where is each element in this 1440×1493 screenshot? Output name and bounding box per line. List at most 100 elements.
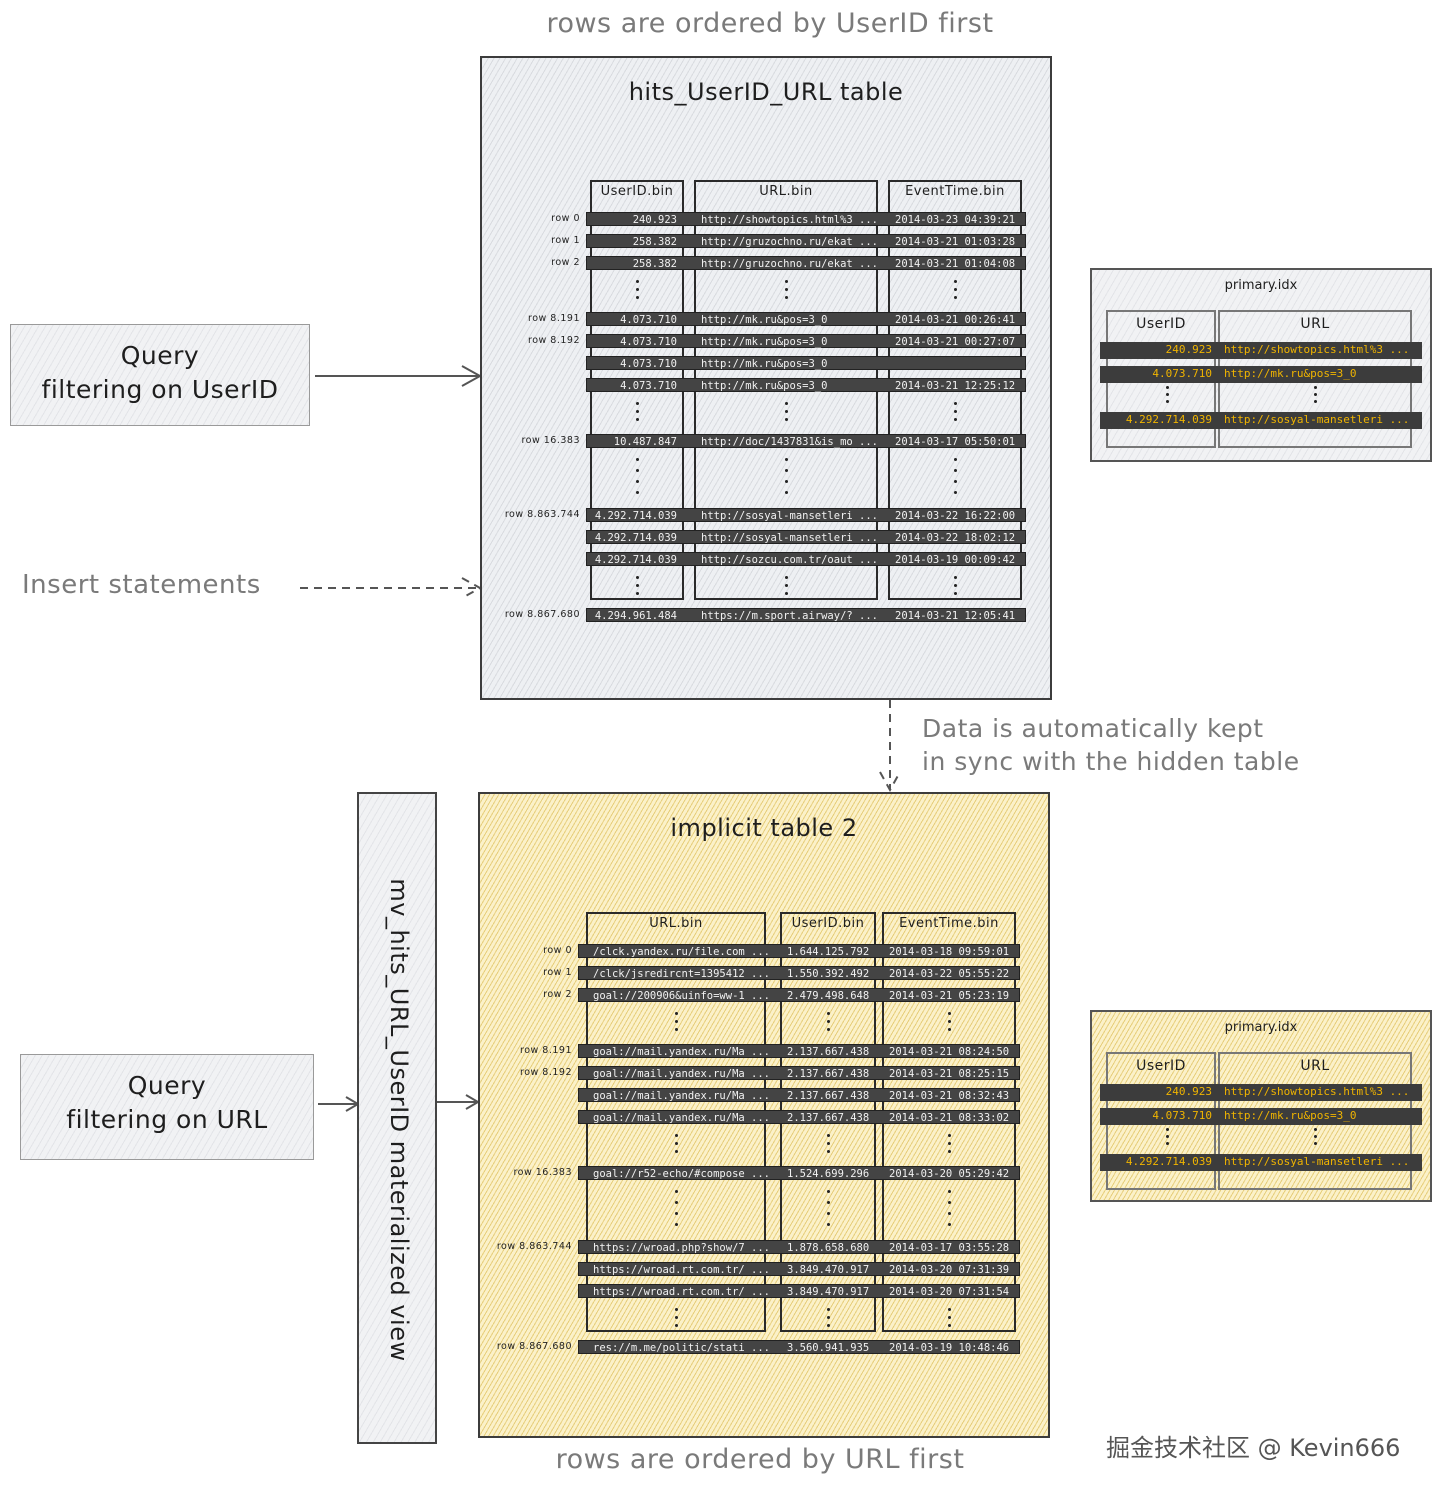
cell: goal://mail.yandex.ru/Ma ... [593,1112,771,1124]
cell: 4.294.961.484 [594,610,677,622]
ellipsis-dots [636,576,639,600]
arrow-insert [300,577,483,599]
materialized-view: mv_hits_URL_UserID materialized view [357,792,437,1444]
table-title: hits_UserID_URL table [628,78,904,106]
row-label: row 8.863.744 [504,509,580,520]
ellipsis-dots [785,576,788,600]
sync-note-line2: in sync with the hidden table [922,747,1300,776]
bottom-caption: rows are ordered by URL first [555,1444,965,1475]
ellipsis-dots [636,280,639,304]
arrow-mv-to-table [437,1094,480,1110]
index-cell: 240.923 [1165,1085,1212,1098]
cell: 4.292.714.039 [594,554,677,566]
row-label: row 8.867.680 [496,1341,572,1352]
cell: 10.487.847 [613,436,677,448]
cell: 2014-03-20 07:31:39 [889,1264,1010,1276]
table-row: 4.292.714.039 http://sosyal-mansetleri ..… [586,508,1026,522]
ellipsis-dots [636,402,639,426]
cell: 2014-03-21 08:33:02 [889,1112,1010,1124]
cell: 258.382 [632,258,677,270]
ellipsis-dots [1314,1128,1317,1149]
row-label: row 8.863.744 [496,1241,572,1252]
table-row: https://wroad.rt.com.tr/ ...3.849.470.91… [578,1262,1020,1276]
sync-note: Data is automatically kept in sync with … [922,712,1300,778]
row-label: row 16.383 [521,435,580,446]
cell: 2014-03-21 01:04:08 [895,258,1016,270]
cell: goal://mail.yandex.ru/Ma ... [593,1090,771,1102]
query-line1: Query [120,341,200,370]
table-row: goal://r52-echo/#compose ...1.524.699.29… [578,1166,1020,1180]
cell: /clck.yandex.ru/file.com ... [593,946,771,958]
cell: 1.644.125.792 [787,946,870,958]
cell: http://showtopics.html%3 ... [701,214,879,226]
cell: goal://mail.yandex.ru/Ma ... [593,1046,771,1058]
row-label: row 0 [551,213,580,224]
top-caption: rows are ordered by UserID first [546,8,994,39]
cell: 2014-03-22 18:02:12 [895,532,1016,544]
index-cell: 240.923 [1165,343,1212,356]
cell: 4.292.714.039 [594,532,677,544]
ellipsis-dots [636,458,639,502]
column-header: EventTime.bin [905,184,1005,199]
ellipsis-dots [1166,386,1169,407]
ellipsis-dots [948,1012,951,1036]
cell: 240.923 [632,214,677,226]
cell: 2014-03-21 08:25:15 [889,1068,1010,1080]
row-label: row 8.191 [528,313,580,324]
cell: res://m.me/politic/stati ... [593,1342,771,1354]
index-cell: http://sosyal-mansetleri ... [1224,413,1410,426]
cell: 2014-03-17 03:55:28 [889,1242,1010,1254]
cell: http://sosyal-mansetleri ... [701,532,879,544]
cell: 3.849.470.917 [787,1286,870,1298]
index-column-header: UserID [1136,1058,1186,1074]
mv-label: mv_hits_URL_UserID materialized view [385,878,413,1362]
cell: http://mk.ru&pos=3_0 [701,358,828,370]
index-cell: http://mk.ru&pos=3_0 [1224,1109,1357,1122]
row-label: row 2 [551,257,580,268]
ellipsis-dots [827,1308,830,1332]
sync-note-line1: Data is automatically kept [922,714,1264,743]
insert-statements-label: Insert statements [22,570,261,600]
query-line2: filtering on UserID [41,375,279,404]
table-row: /clck.yandex.ru/file.com ... 1.644.125.79… [578,944,1020,958]
row-label: row 8.192 [528,335,580,346]
query-filtering-url: Query filtering on URL [20,1054,314,1160]
index-cell: http://mk.ru&pos=3_0 [1224,367,1357,380]
index-row: 4.292.714.039 http://sosyal-mansetleri ..… [1100,412,1422,429]
row-label: row 8.191 [520,1045,572,1056]
cell: 4.292.714.039 [594,510,677,522]
cell: http://doc/1437831&is_mo ... [701,436,879,448]
cell: http://sosyal-mansetleri ... [701,510,879,522]
ellipsis-dots [675,1308,678,1332]
row-label: row 1 [551,235,580,246]
ellipsis-dots [948,1134,951,1158]
cell: 2.479.498.648 [787,990,870,1002]
cell: http://sozcu.com.tr/oaut ... [701,554,879,566]
table-title: implicit table 2 [670,814,858,842]
cell: 4.073.710 [620,358,677,370]
table-row: https://wroad.php?show/7 ...1.878.658.68… [578,1240,1020,1254]
index-cell: 4.292.714.039 [1125,413,1212,426]
column-header: UserID.bin [791,916,865,931]
ellipsis-dots [827,1190,830,1234]
cell: 1.878.658.680 [787,1242,870,1254]
cell: https://wroad.rt.com.tr/ ... [593,1286,771,1298]
row-label: row 8.867.680 [504,609,580,620]
ellipsis-dots [1166,1128,1169,1149]
index-title: primary.idx [1224,1020,1298,1035]
index-column-header: URL [1300,1058,1330,1074]
cell: http://mk.ru&pos=3_0 [701,380,828,392]
table-row: goal://200906&uinfo=ww-1 ...2.479.498.64… [578,988,1020,1002]
arrow-query-userid [315,365,483,387]
cell: 2014-03-21 12:25:12 [895,380,1016,392]
cell: 2014-03-21 12:05:41 [895,610,1016,622]
cell: 1.524.699.296 [787,1168,870,1180]
query-line1: Query [127,1071,207,1100]
